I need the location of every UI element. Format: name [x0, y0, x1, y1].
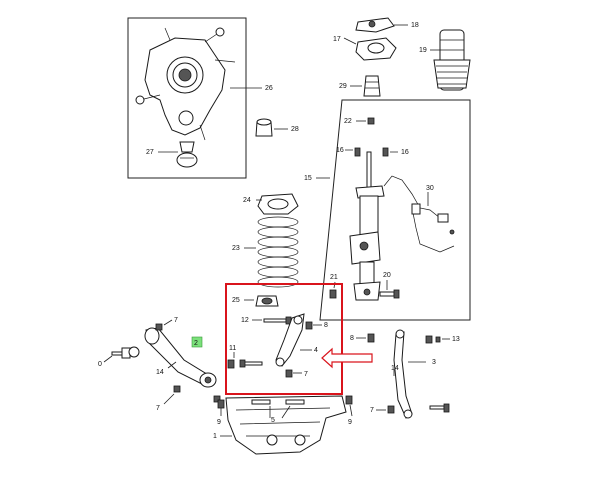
callout-12: 12: [241, 317, 249, 324]
height-sensor: 30: [383, 175, 455, 253]
ball-joint: [176, 141, 198, 168]
callout-3: 3: [432, 359, 436, 366]
callout-27: 27: [146, 149, 154, 156]
callout-17: 17: [333, 36, 341, 43]
callout-19: 19: [419, 47, 427, 54]
highlight-box: [225, 283, 343, 395]
top-mount-18: 18: [355, 17, 419, 33]
knuckle-inset: 26 27: [127, 17, 273, 179]
callout-13: 13: [452, 336, 460, 343]
bolt-0: 0: [98, 346, 140, 368]
callout-18: 18: [411, 22, 419, 29]
callout-16b: 16: [401, 149, 409, 156]
spring-seat-24: 24: [243, 193, 299, 215]
part-2-highlight-tag: [191, 336, 203, 348]
callout-7b: 7: [156, 405, 160, 412]
callout-15: 15: [304, 175, 312, 182]
callout-29: 29: [339, 83, 347, 90]
callout-8a: 8: [324, 322, 328, 329]
dust-boot-19: 19: [419, 29, 471, 91]
callout-5: 5: [271, 417, 275, 424]
link-3: 8 13 3 14 7: [350, 329, 460, 419]
callout-23: 23: [232, 245, 240, 252]
mount-17: 17: [333, 36, 397, 61]
callout-14a: 14: [156, 369, 164, 376]
callout-9a: 9: [217, 419, 221, 426]
steering-knuckle: [135, 27, 236, 141]
highlight-arrow: [321, 347, 373, 369]
bolt-11: 11: [227, 345, 263, 369]
callout-24: 24: [243, 197, 251, 204]
shock-inset: 15 22 16 16 30: [304, 99, 471, 321]
jounce-bumper-29: 29: [339, 75, 381, 97]
callout-7a: 7: [174, 317, 178, 324]
callout-14b: 14: [391, 365, 399, 372]
callout-7c: 7: [304, 371, 308, 378]
callout-8b: 8: [350, 335, 354, 342]
subframe-1: 1 5: [213, 395, 347, 455]
bolt-12: 12: [241, 316, 292, 325]
callout-16a: 16: [336, 147, 344, 154]
callout-21: 21: [330, 274, 338, 281]
callout-4: 4: [314, 347, 318, 354]
callout-26: 26: [265, 85, 273, 92]
callout-2: 2: [194, 340, 198, 347]
control-arm-4: 4: [275, 313, 318, 367]
callout-7d: 7: [370, 407, 374, 414]
shock-absorber: [349, 151, 385, 301]
callout-22: 22: [344, 118, 352, 125]
callout-20: 20: [383, 272, 391, 279]
callout-30: 30: [426, 185, 434, 192]
lower-arm-2: [144, 327, 217, 388]
callout-28: 28: [291, 126, 299, 133]
coil-spring-23: 23: [232, 216, 299, 288]
callout-11: 11: [229, 345, 236, 352]
callout-9b: 9: [348, 419, 352, 426]
bushing-25: 25: [232, 295, 279, 307]
bushing-28: 28: [255, 118, 299, 137]
bolt-20: 20: [379, 272, 400, 299]
callout-1: 1: [213, 433, 217, 440]
callout-0: 0: [98, 361, 102, 368]
callout-25: 25: [232, 297, 240, 304]
